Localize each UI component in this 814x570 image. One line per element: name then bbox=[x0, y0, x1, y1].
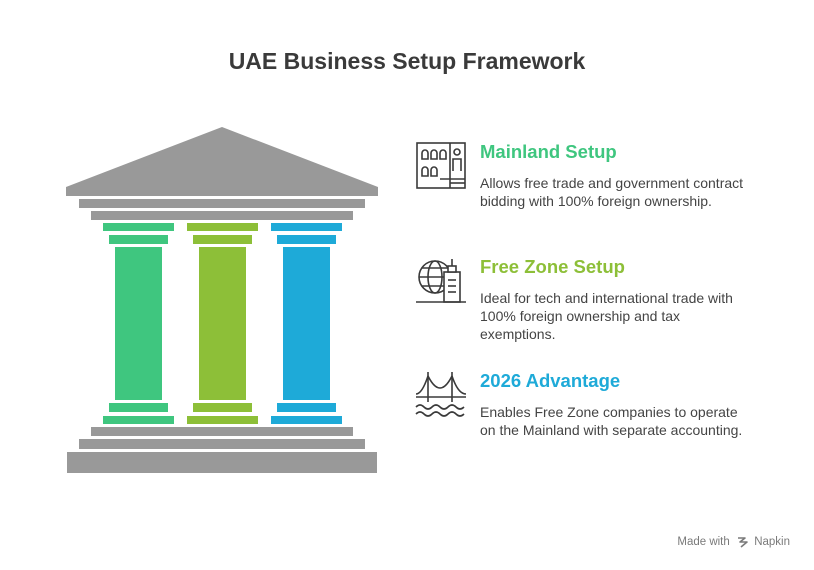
temple-entablature-top bbox=[79, 199, 365, 208]
item-heading: Free Zone Setup bbox=[480, 256, 625, 277]
made-with-label: Made with bbox=[677, 536, 730, 548]
item-description: Ideal for tech and international trade w… bbox=[480, 290, 733, 342]
item-description: Enables Free Zone companies to operate o… bbox=[480, 404, 743, 438]
napkin-brand-label: Napkin bbox=[754, 536, 790, 548]
building-icon bbox=[416, 142, 466, 189]
pillar-2026-advantage bbox=[271, 223, 342, 424]
item-heading: 2026 Advantage bbox=[480, 370, 621, 391]
page-title: UAE Business Setup Framework bbox=[228, 48, 586, 74]
item-heading: Mainland Setup bbox=[480, 141, 617, 162]
temple-illustration bbox=[66, 127, 378, 473]
made-with-napkin[interactable]: Made with Napkin bbox=[677, 536, 790, 548]
bridge-icon bbox=[415, 372, 467, 417]
temple-step-3 bbox=[67, 452, 377, 473]
temple-roof bbox=[66, 127, 378, 196]
temple-step-1 bbox=[91, 427, 353, 436]
globe-tower-icon bbox=[416, 259, 466, 303]
item-description: Allows free trade and government contrac… bbox=[480, 175, 744, 209]
temple-entablature-bottom bbox=[91, 211, 353, 220]
pillar-mainland bbox=[103, 223, 174, 424]
temple-step-2 bbox=[79, 439, 365, 449]
pillar-free-zone bbox=[187, 223, 258, 424]
napkin-logo-icon bbox=[737, 537, 748, 548]
